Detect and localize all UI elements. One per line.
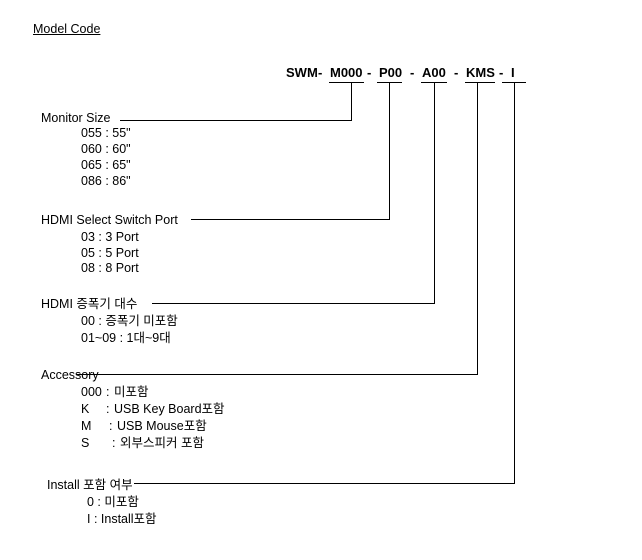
- accessory-description: USB Key Board포함: [114, 402, 225, 416]
- accessory-heading: Accessory: [41, 368, 99, 382]
- accessory-separator: :: [106, 385, 110, 399]
- code-segment-install: I: [511, 65, 515, 80]
- amplifier-option: 01~09 : 1대~9대: [81, 331, 171, 345]
- switch-port-option: 05 : 5 Port: [81, 246, 139, 260]
- page-title: Model Code: [33, 22, 101, 36]
- accessory-code: 000: [81, 385, 102, 399]
- accessory-code: S: [81, 436, 90, 450]
- accessory-code: K: [81, 402, 90, 416]
- leader-accessory: [76, 82, 478, 375]
- monitor-size-heading: Monitor Size: [41, 111, 111, 125]
- code-separator: -: [454, 65, 459, 80]
- accessory-description: USB Mouse포함: [117, 419, 207, 433]
- code-separator: -: [410, 65, 415, 80]
- code-segment-amplifier: A00: [422, 65, 446, 80]
- amplifier-option: 00 : 증폭기 미포함: [81, 314, 178, 328]
- monitor-size-option: 060 : 60": [81, 142, 131, 156]
- code-segment-monitor-size: M000: [330, 65, 363, 80]
- accessory-description: 외부스피커 포함: [120, 436, 204, 450]
- install-heading: Install 포함 여부: [47, 478, 133, 492]
- accessory-separator: :: [106, 402, 110, 416]
- monitor-size-option: 065 : 65": [81, 158, 131, 172]
- leader-switch-port: [191, 82, 390, 220]
- switch-port-option: 08 : 8 Port: [81, 261, 139, 275]
- code-separator: -: [318, 65, 323, 80]
- amplifier-heading: HDMI 증폭기 대수: [41, 297, 138, 311]
- accessory-separator: :: [112, 436, 116, 450]
- leader-amplifier: [152, 82, 435, 304]
- leader-install: [134, 82, 515, 484]
- code-separator: -: [499, 65, 504, 80]
- install-option: I : Install포함: [87, 512, 157, 526]
- accessory-code: M: [81, 419, 92, 433]
- accessory-separator: :: [109, 419, 113, 433]
- leader-monitor-size: [120, 82, 352, 121]
- code-segment-accessory: KMS: [466, 65, 495, 80]
- code-segment-series: SWM: [286, 65, 318, 80]
- switch-port-heading: HDMI Select Switch Port: [41, 213, 178, 227]
- monitor-size-option: 086 : 86": [81, 174, 131, 188]
- install-option: 0 : 미포함: [87, 495, 139, 509]
- code-separator: -: [367, 65, 372, 80]
- switch-port-option: 03 : 3 Port: [81, 230, 139, 244]
- accessory-description: 미포함: [114, 385, 149, 399]
- code-segment-switch-port: P00: [379, 65, 403, 80]
- monitor-size-option: 055 : 55": [81, 126, 131, 140]
